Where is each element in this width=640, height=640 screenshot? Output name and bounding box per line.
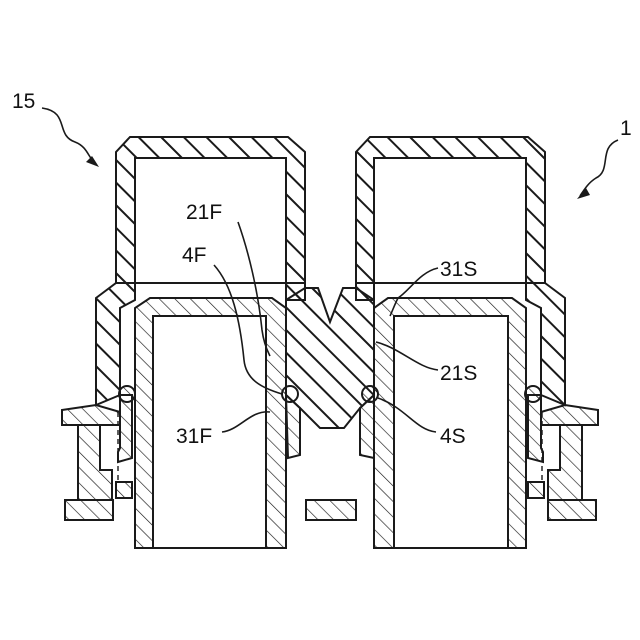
label-31S: 31S bbox=[440, 258, 477, 281]
o-ring-outer-right bbox=[525, 386, 541, 402]
left-small-retainer bbox=[116, 482, 132, 498]
label-1: 1 bbox=[620, 117, 632, 140]
o-ring-4S bbox=[362, 386, 378, 402]
label-4F: 4F bbox=[182, 244, 207, 267]
label-21F: 21F bbox=[186, 201, 222, 224]
leader-1 bbox=[580, 140, 618, 196]
label-15: 15 bbox=[12, 90, 35, 113]
right-small-retainer bbox=[528, 482, 544, 498]
label-4S: 4S bbox=[440, 425, 466, 448]
left-bottom-block bbox=[65, 500, 113, 520]
right-seal-carrier-outer bbox=[528, 395, 543, 462]
leader-15 bbox=[42, 108, 96, 164]
label-21S: 21S bbox=[440, 362, 477, 385]
center-bottom-block bbox=[306, 500, 356, 520]
label-31F: 31F bbox=[176, 425, 212, 448]
left-seal-carrier-outer bbox=[118, 395, 132, 462]
arrowhead-15 bbox=[86, 156, 99, 167]
o-ring-4F bbox=[282, 386, 298, 402]
right-bottom-block bbox=[548, 500, 596, 520]
o-ring-outer-left bbox=[119, 386, 135, 402]
right-flange bbox=[541, 405, 598, 425]
left-outer-lock bbox=[78, 425, 112, 500]
right-outer-lock bbox=[548, 425, 582, 500]
left-flange bbox=[62, 405, 120, 425]
